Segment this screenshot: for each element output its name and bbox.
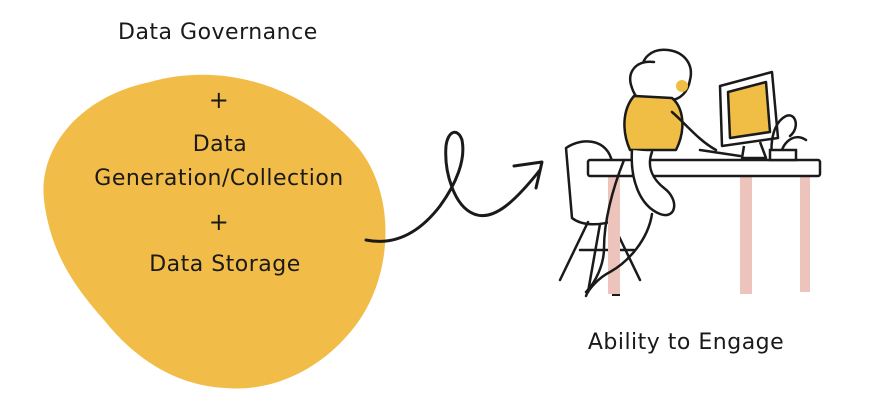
plus-sign-1: +: [208, 86, 230, 114]
plus-sign-2: +: [208, 208, 230, 236]
monitor: [718, 70, 780, 160]
component-generation-collection-label: Generation/Collection: [94, 166, 344, 191]
arrow-line: [364, 130, 542, 243]
component-data-label: Data: [192, 132, 248, 157]
diagram-title: Data Governance: [118, 20, 318, 45]
desk: [586, 158, 822, 296]
blob-path: [43, 74, 386, 389]
arrow-head: [512, 160, 544, 190]
outcome-label: Ability to Engage: [587, 330, 785, 355]
component-data-storage-label: Data Storage: [149, 252, 301, 277]
person: [584, 48, 742, 298]
plant: [768, 114, 808, 162]
